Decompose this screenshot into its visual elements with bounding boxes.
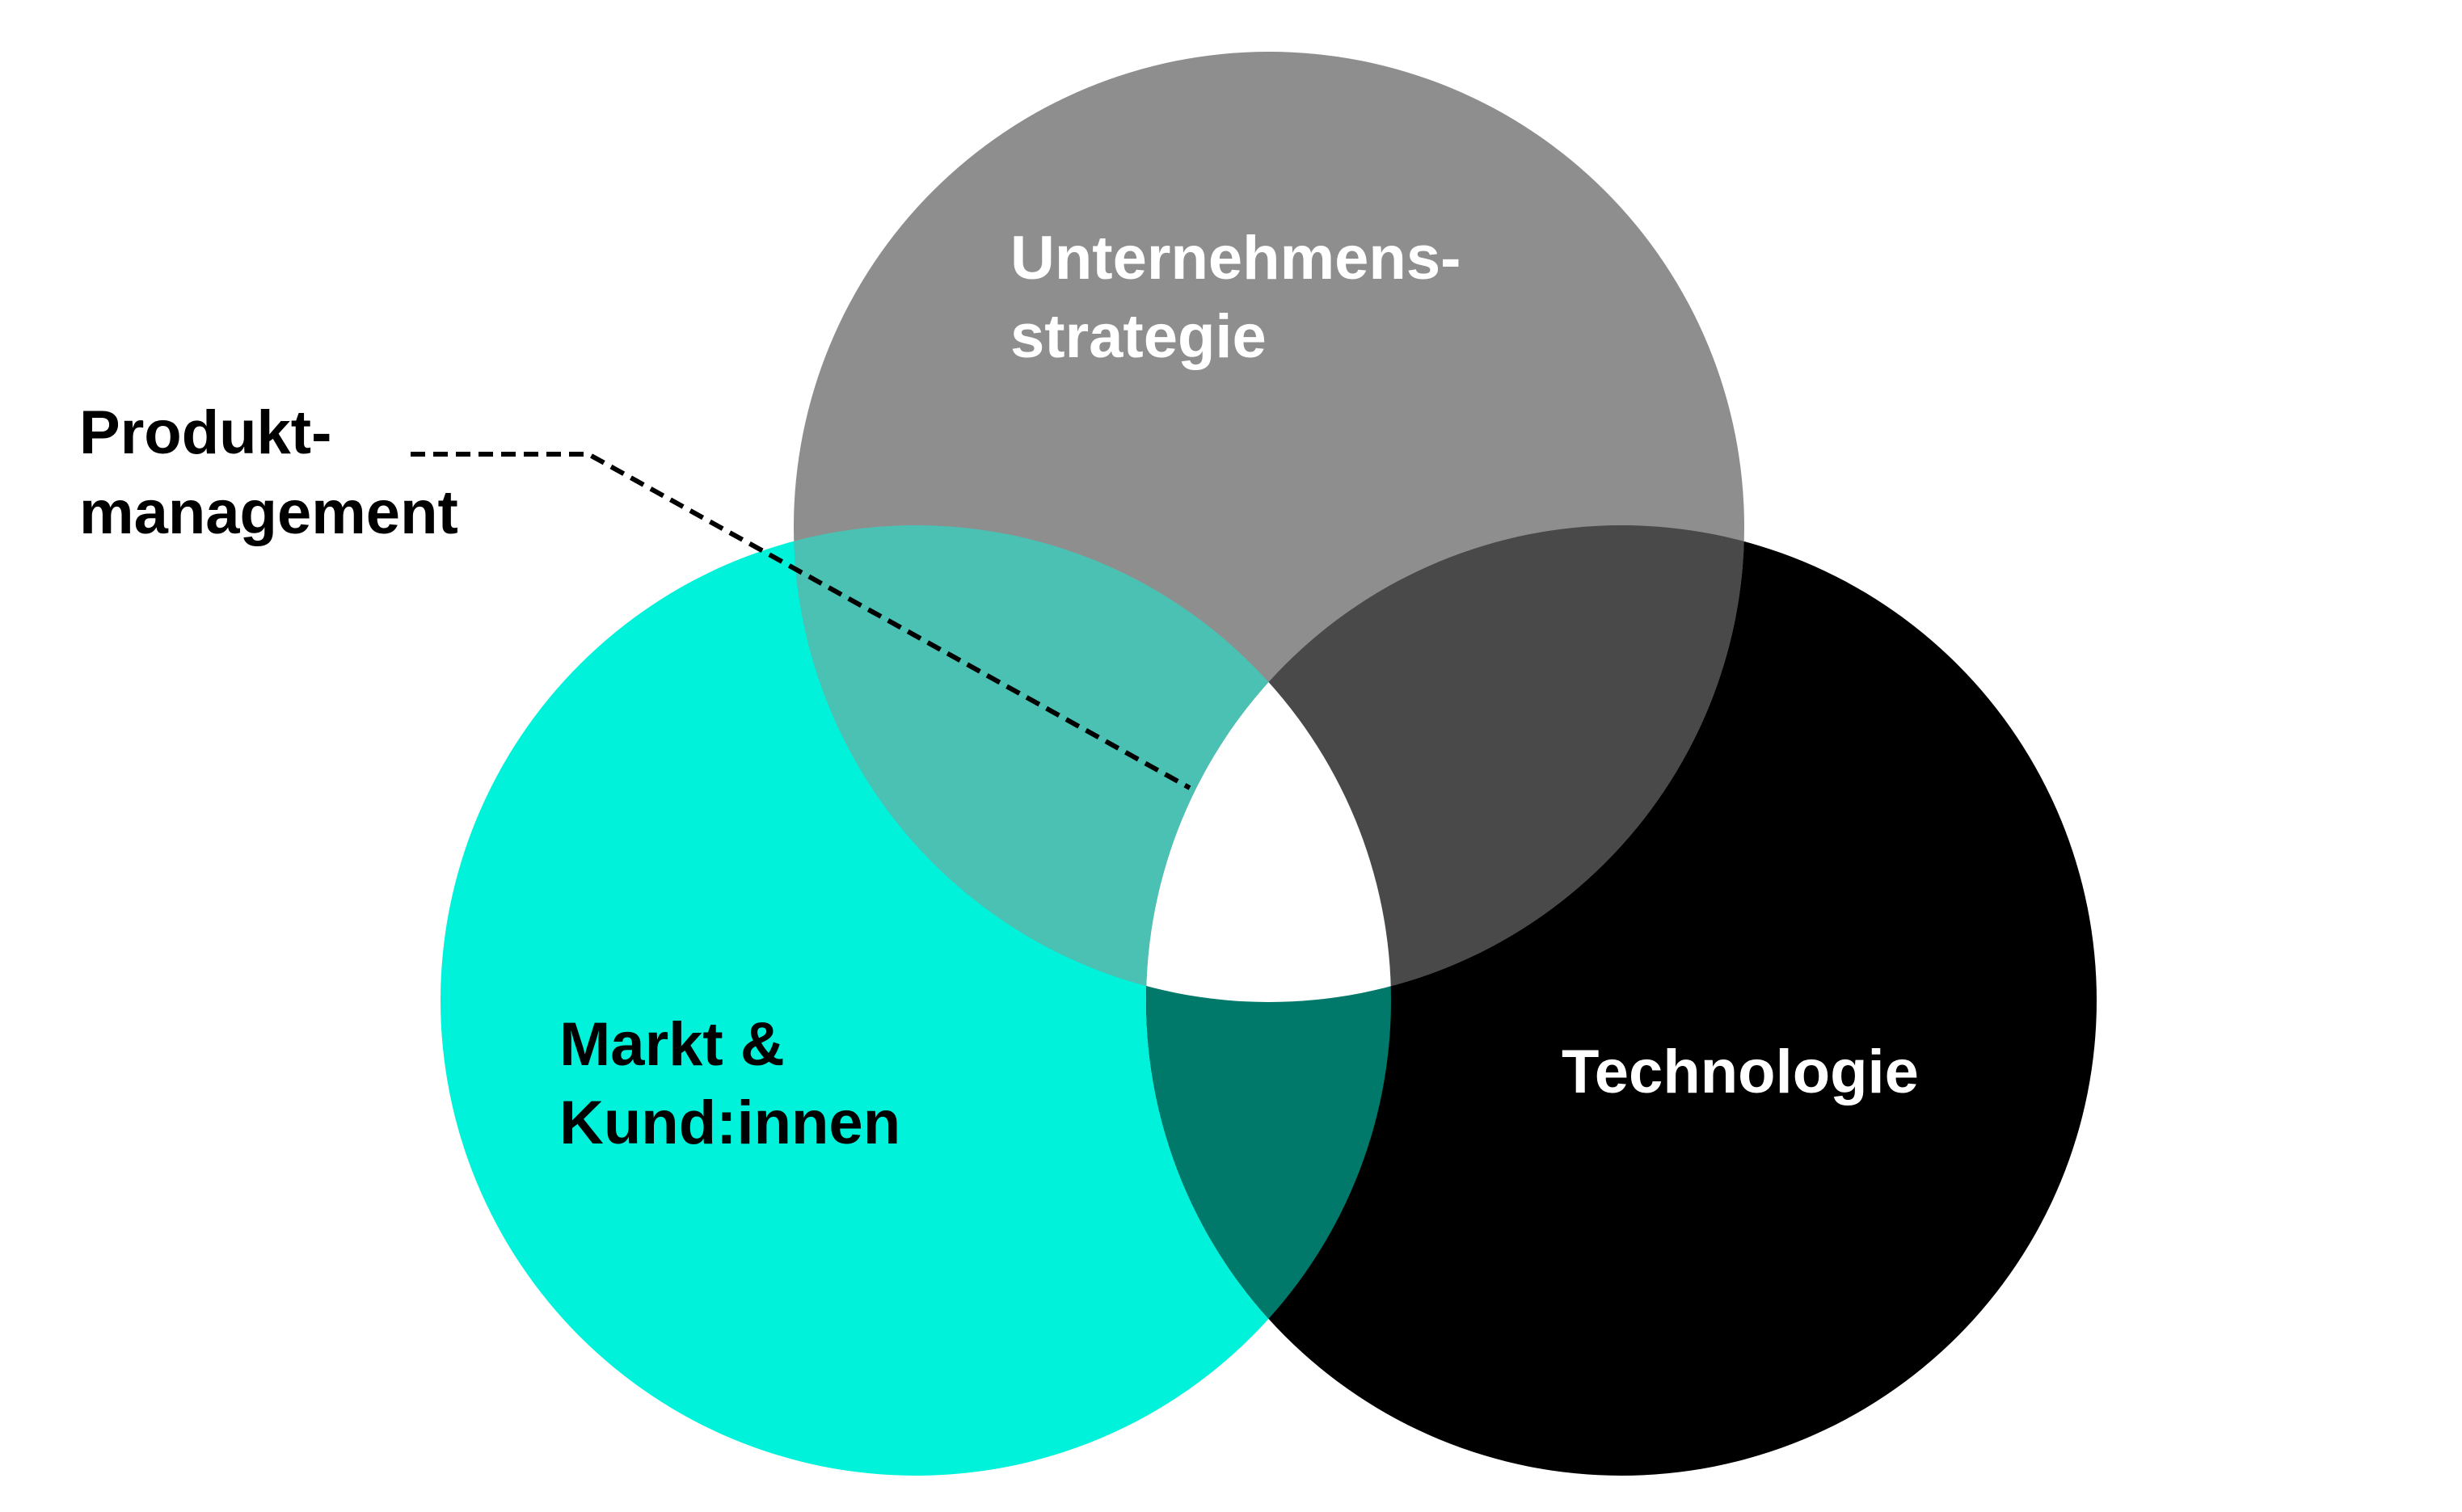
callout-leader-line bbox=[411, 452, 1191, 790]
callout-label: Produkt- management bbox=[79, 398, 458, 547]
strategy-label: Unternehmens- strategie bbox=[1010, 224, 1478, 371]
market-label: Markt & Kund:innen bbox=[559, 1010, 900, 1157]
callout-label-line1: Produkt- bbox=[79, 398, 331, 467]
technology-label: Technologie bbox=[1562, 1038, 1919, 1106]
callout-label-line2: management bbox=[79, 478, 458, 547]
market-label-line2: Kund:innen bbox=[559, 1089, 900, 1157]
strategy-label-line2: strategie bbox=[1010, 302, 1267, 371]
strategy-label-line1: Unternehmens- bbox=[1010, 224, 1461, 293]
market-label-line1: Markt & bbox=[559, 1010, 785, 1079]
